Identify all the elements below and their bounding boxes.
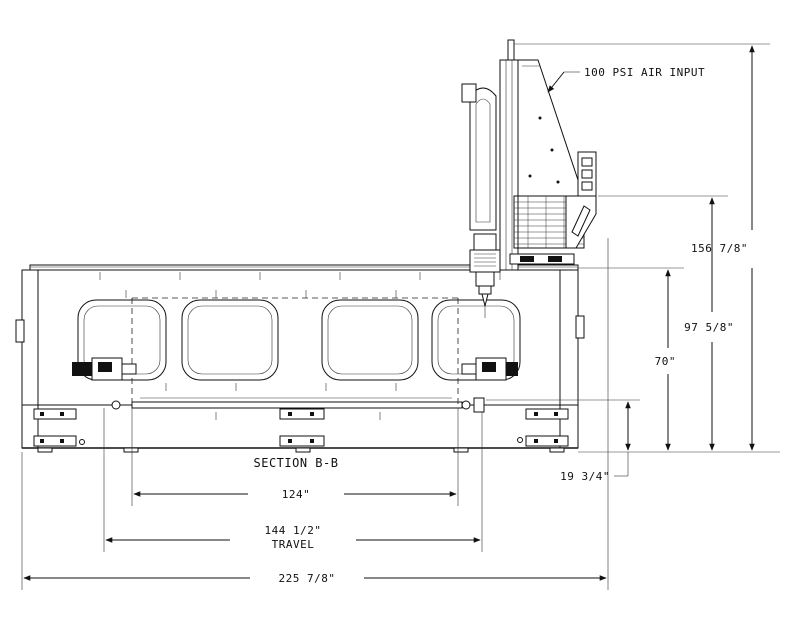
air-input-label: 100 PSI AIR INPUT: [584, 66, 705, 79]
travel-label: TRAVEL: [272, 538, 315, 551]
dimension-lines: [21, 43, 780, 590]
left-drive-motor: [72, 357, 137, 381]
dim-225-7-8: 225 7/8": [279, 572, 336, 585]
section-label: SECTION B-B: [254, 456, 339, 470]
dim-70: 70": [655, 355, 676, 368]
frame-window-cutouts: [77, 299, 521, 381]
gantry-head: [461, 39, 597, 318]
frame-feet: [33, 397, 569, 453]
dim-19-3-4: 19 3/4": [560, 470, 610, 483]
machine-base-frame: [15, 264, 585, 449]
dim-124: 124": [282, 488, 311, 501]
right-drive-motor: [461, 357, 518, 381]
dim-97-5-8: 97 5/8": [684, 321, 734, 334]
dim-144-1-2: 144 1/2": [265, 524, 322, 537]
dim-156-7-8: 156 7/8": [691, 242, 748, 255]
